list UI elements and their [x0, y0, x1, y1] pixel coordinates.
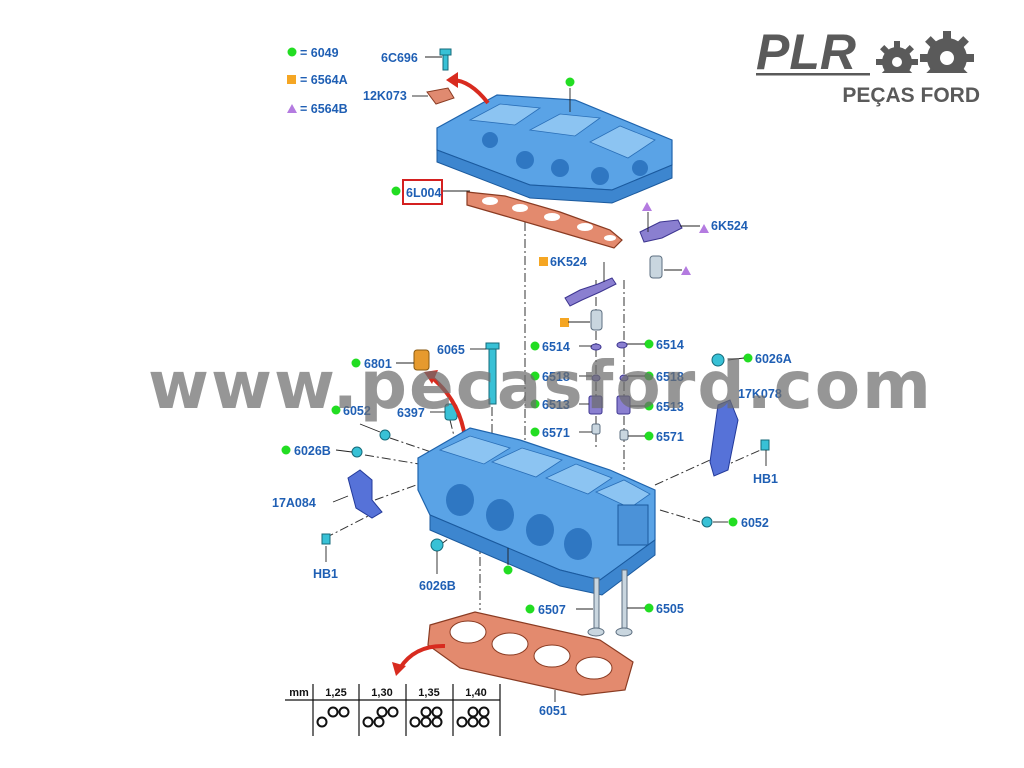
brand-name: PLR: [756, 24, 856, 80]
label-6571-left: 6571: [542, 426, 570, 440]
legend-triangle-marker: [287, 104, 297, 113]
hole-pattern-1-40: [456, 706, 490, 728]
label-hb1-left: HB1: [313, 567, 338, 581]
legend: = 6049 = 6564A = 6564B: [287, 46, 348, 116]
part-6507-valve: [593, 577, 600, 629]
part-12k073: [426, 87, 455, 105]
part-6026b-upper-plug: [351, 446, 363, 458]
assembly-arrow-bottom: [398, 643, 446, 670]
part-6518-right: [619, 374, 629, 382]
assembly-arrow-top-head: [446, 72, 458, 88]
hole-pattern-1-25: [316, 706, 350, 728]
label-6051: 6051: [539, 704, 567, 718]
label-6514-left: 6514: [542, 340, 570, 354]
label-6k524-left: 6K524: [550, 255, 587, 269]
table-col-1-25: 1,25: [325, 687, 346, 699]
part-6514-left: [590, 343, 602, 351]
label-6052-right: 6052: [741, 516, 769, 530]
part-hb1-left-bolt: [321, 533, 331, 545]
part-6052-right-plug: [701, 516, 713, 528]
label-hb1-right: HB1: [753, 472, 778, 486]
part-6505-valve: [621, 569, 628, 629]
label-6513-right: 6513: [656, 400, 684, 414]
label-17a084: 17A084: [272, 496, 316, 510]
label-6026a: 6026A: [755, 352, 792, 366]
legend-text-6564a: = 6564A: [300, 73, 348, 87]
part-6k524-left-rocker: [564, 277, 617, 307]
hole-pattern-1-30: [362, 706, 399, 728]
label-6571-right: 6571: [656, 430, 684, 444]
assembly-arrow-bottom-head: [392, 662, 406, 676]
legend-text-6049: = 6049: [300, 46, 339, 60]
valves: [587, 569, 633, 637]
label-6518-left: 6518: [542, 370, 570, 384]
label-6026b-lower: 6026B: [419, 579, 456, 593]
part-6026b-lower-plug: [430, 538, 444, 552]
part-6513-left: [588, 395, 603, 415]
watermark-text: www.pecasford.com: [148, 347, 933, 424]
legend-circle-marker: [287, 47, 297, 57]
label-6397: 6397: [397, 406, 425, 420]
table-col-1-30: 1,30: [371, 687, 392, 699]
label-6518-right: 6518: [656, 370, 684, 384]
label-6065: 6065: [437, 343, 465, 357]
part-6571-right: [619, 429, 629, 441]
part-17k078-bracket: [709, 399, 739, 477]
label-17k078: 17K078: [738, 387, 782, 401]
label-6505: 6505: [656, 602, 684, 616]
legend-text-6564b: = 6564B: [300, 102, 348, 116]
label-6c696: 6C696: [381, 51, 418, 65]
leader-lines: [325, 56, 767, 702]
gear-icon: [870, 31, 982, 93]
table-col-1-35: 1,35: [418, 687, 439, 699]
cylinder-head-part: [417, 427, 656, 596]
brand-underline: [756, 73, 980, 76]
part-6052-left-plug: [379, 429, 391, 441]
brand-logo: PLR PEÇAS FORD: [756, 24, 982, 107]
callout-markers: [281, 77, 753, 614]
label-6801: 6801: [364, 357, 392, 371]
label-6507: 6507: [538, 603, 566, 617]
part-6k524-right-rocker: [639, 219, 683, 243]
camshaft-carrier-part: [436, 94, 673, 204]
part-6513-right: [616, 395, 631, 415]
part-6518-left: [591, 374, 601, 382]
part-6051-head-gasket: [427, 611, 634, 696]
part-17a084-bracket: [347, 469, 383, 519]
table-unit: mm: [289, 687, 309, 699]
part-number-labels: 6C696 12K073 6L004 6K524 6K524 6514 6514…: [272, 51, 792, 718]
label-12k073: 12K073: [363, 89, 407, 103]
assembly-arrow-mid-head: [424, 370, 438, 384]
hole-pattern-1-35: [409, 706, 443, 728]
label-6l004: 6L004: [406, 186, 441, 200]
label-6514-right: 6514: [656, 338, 684, 352]
part-6l004-gasket: [466, 191, 623, 249]
valvetrain-parts: [564, 219, 683, 441]
part-hb1-right-bolt: [760, 439, 770, 451]
label-6026b-upper: 6026B: [294, 444, 331, 458]
part-6564b-adjuster: [649, 255, 663, 279]
part-6571-left: [591, 423, 601, 435]
part-6026a-plug: [711, 353, 725, 367]
label-6052-left: 6052: [343, 404, 371, 418]
label-6513-left: 6513: [542, 398, 570, 412]
part-6514-right: [616, 341, 628, 349]
label-6k524-right: 6K524: [711, 219, 748, 233]
part-6801: [413, 349, 430, 371]
highlight-box-6l004: [402, 179, 443, 205]
gasket-thickness-table: mm 1,25 1,30 1,35 1,40: [285, 684, 501, 736]
brand-subtitle: PEÇAS FORD: [842, 84, 980, 107]
legend-square-marker: [287, 75, 296, 84]
part-6564a-adjuster: [590, 309, 603, 331]
table-col-1-40: 1,40: [465, 687, 486, 699]
